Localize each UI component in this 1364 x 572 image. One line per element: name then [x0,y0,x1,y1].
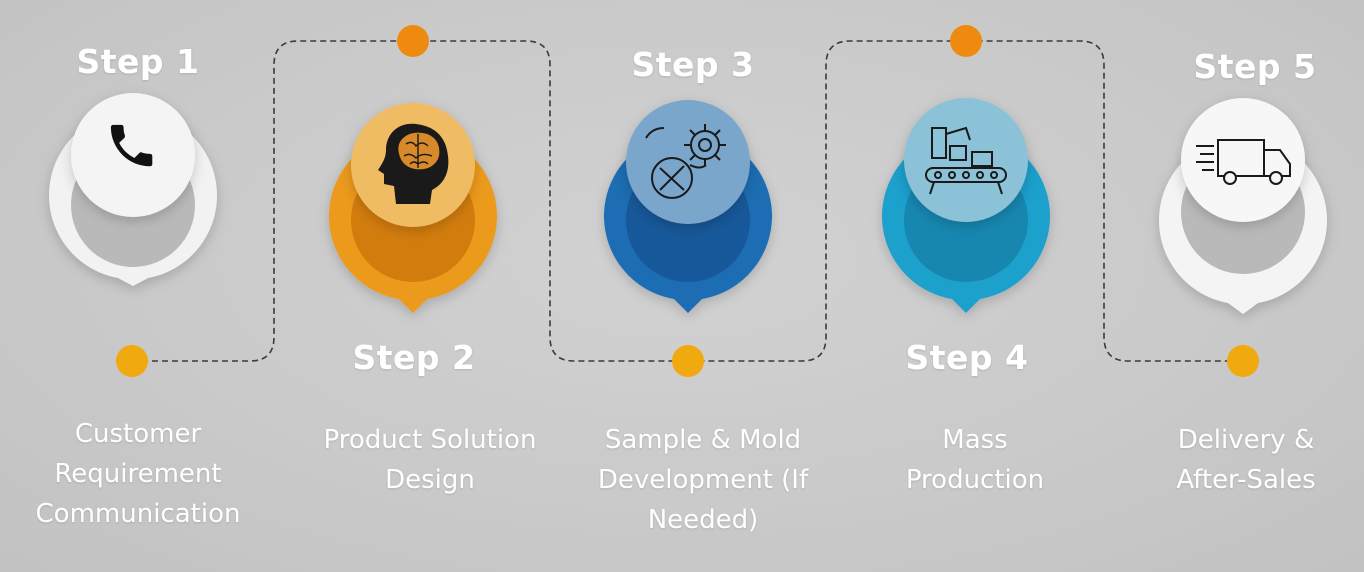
step-3-title: Step 3 [631,45,755,84]
brain-head-icon [378,123,449,204]
connector-path [132,40,1243,362]
step-3-pin [604,100,773,313]
step-4-description: Mass Production [905,425,1045,495]
connector-dot-top-2 [950,25,982,57]
pin-top-circle [71,93,195,217]
step-5-title: Step 5 [1193,47,1317,86]
pin-top-circle [626,100,750,224]
step-2-pin [329,103,498,313]
gear-tools-icon [645,124,726,199]
phone-icon [110,124,153,167]
step-1-description: Customer Requirement Communication [35,419,241,529]
connector-dot-bottom-1 [116,345,148,377]
step-1-title: Step 1 [76,42,200,81]
step-5-description: Delivery & After-Sales [1176,425,1316,495]
pin-top-circle [1181,98,1305,222]
conveyor-icon [925,126,1007,195]
step-1-pin [49,93,217,287]
step-2-title: Step 2 [352,338,476,377]
step-4-title: Step 4 [905,338,1029,377]
step-2-description: Product Solution Design [323,425,537,495]
step-3-description: Sample & Mold Development (If Needed) [597,425,809,535]
connector-dot-top-1 [397,25,429,57]
connector-dot-bottom-3 [1227,345,1259,377]
delivery-truck-icon [1196,139,1291,185]
connector-dot-bottom-2 [672,345,704,377]
step-4-pin [882,98,1050,313]
step-5-pin [1159,98,1327,314]
